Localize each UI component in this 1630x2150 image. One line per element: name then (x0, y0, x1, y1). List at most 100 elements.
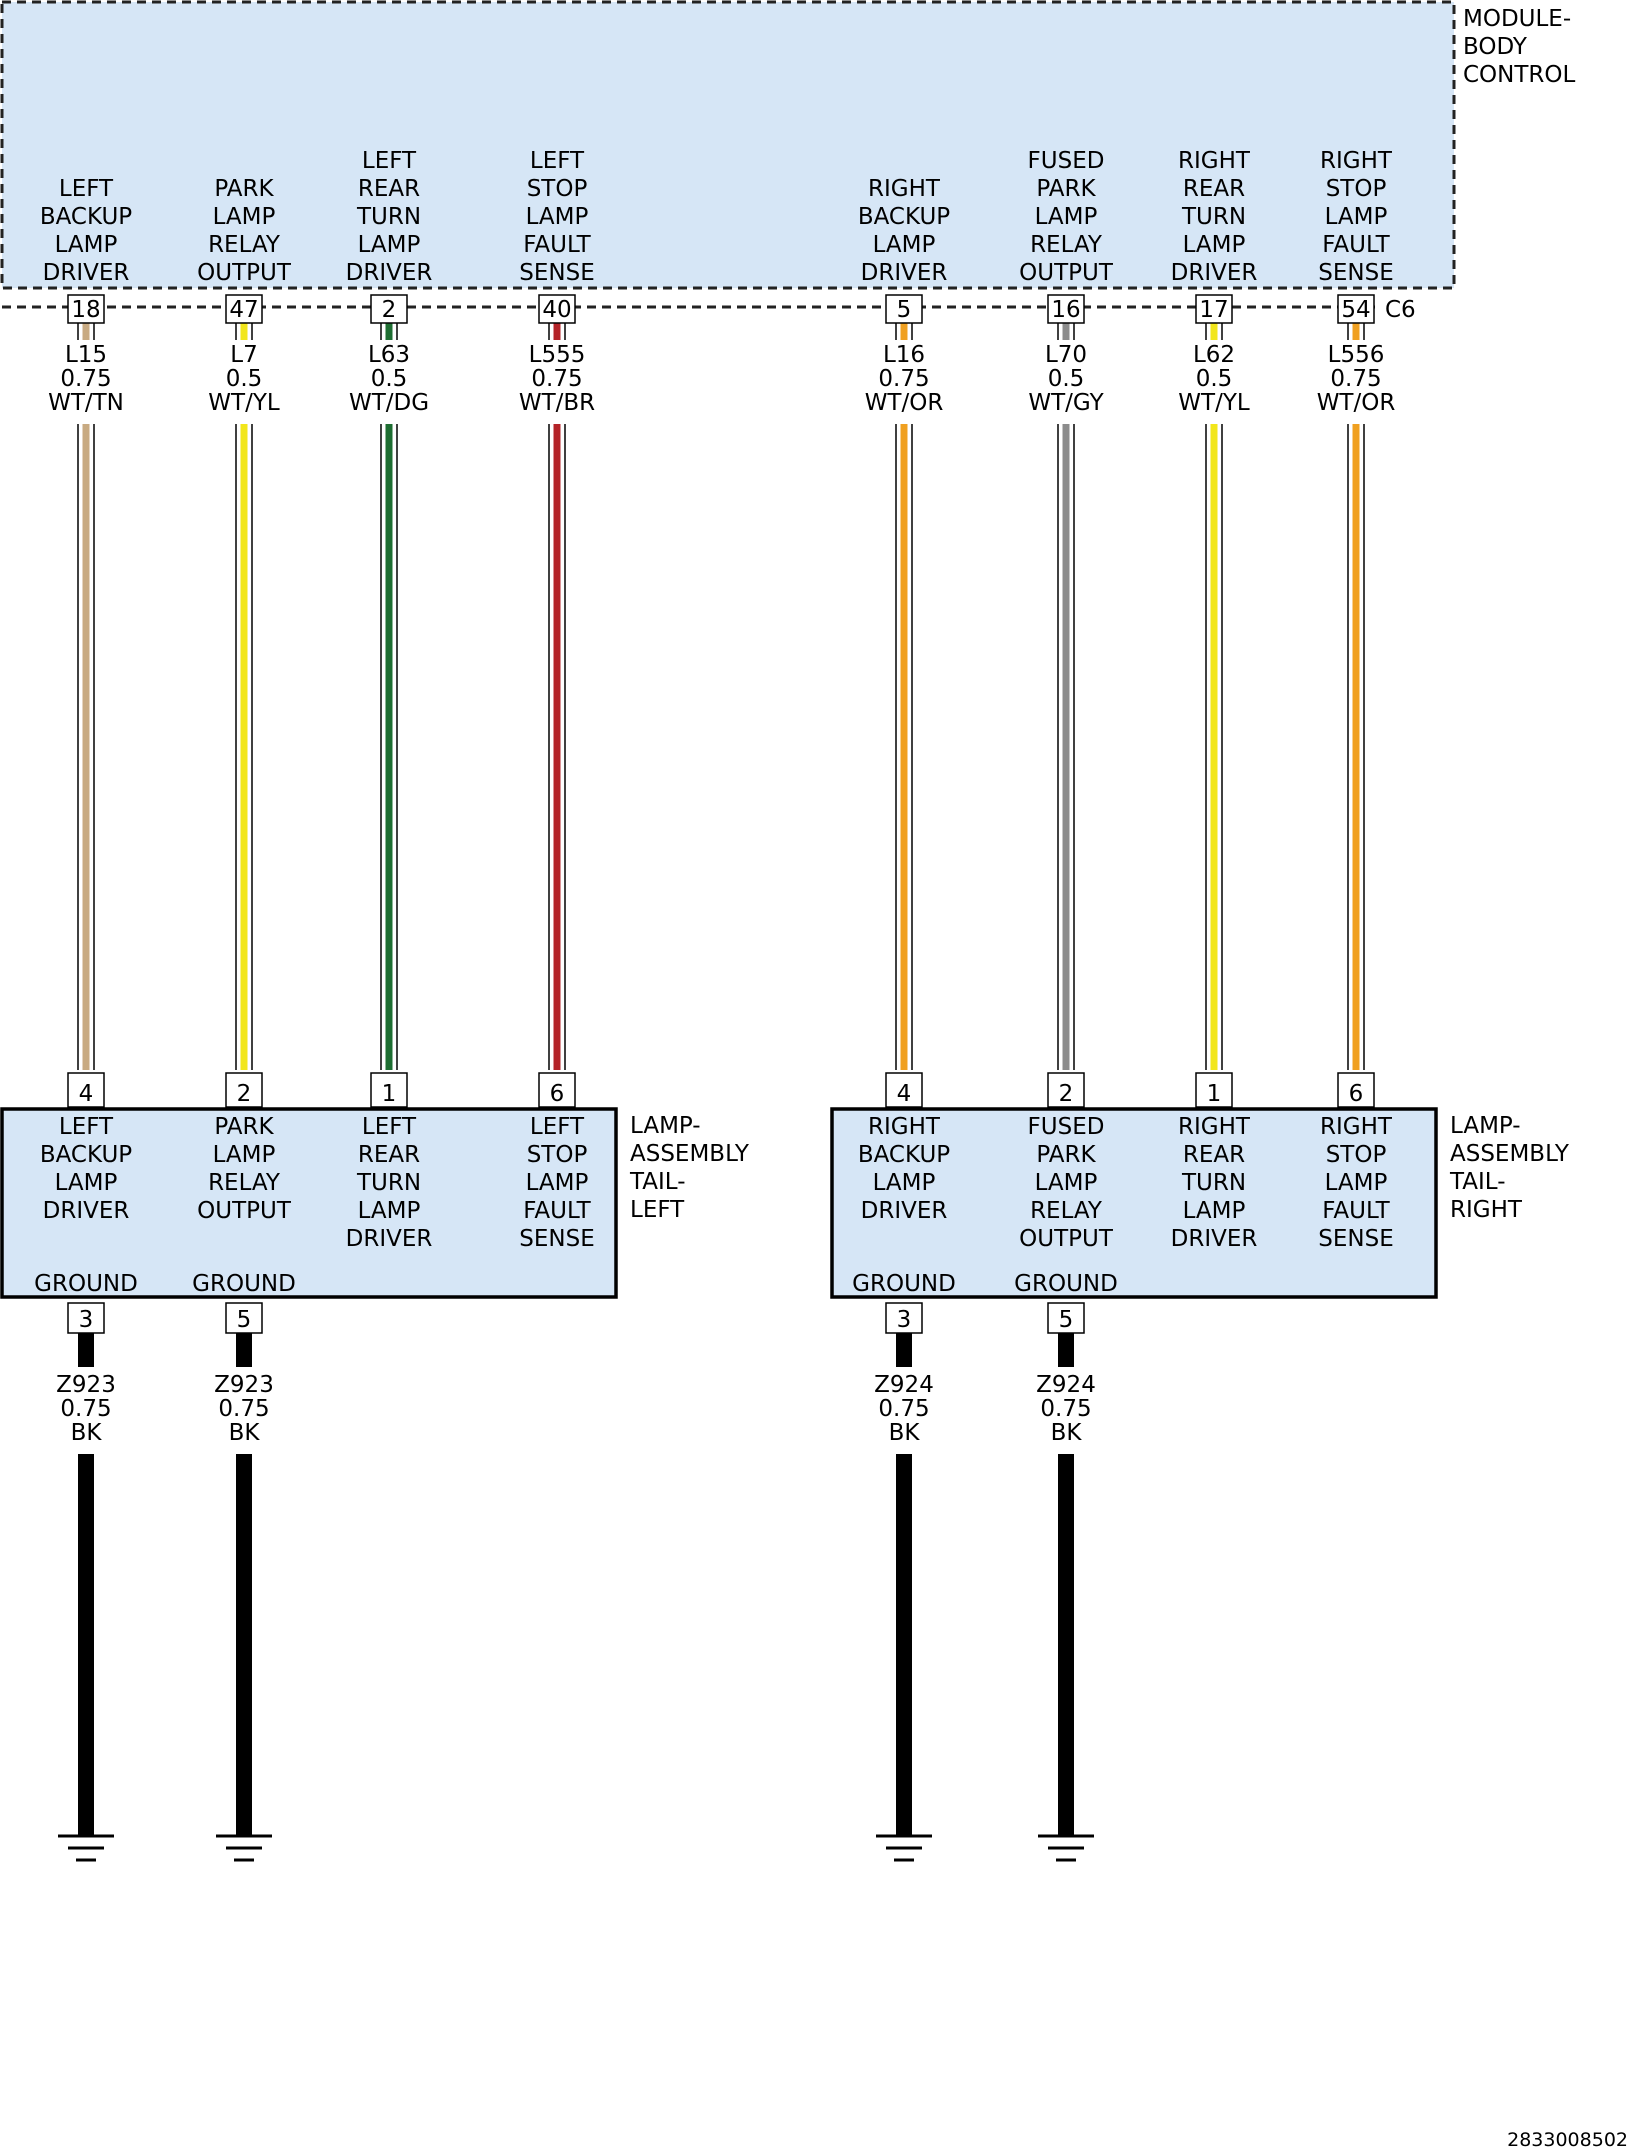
ground-pin-3-number: 3 (79, 1307, 94, 1333)
ground-pin-3-box (885, 1302, 923, 1334)
wire-L70-stub-stripe (1062, 323, 1070, 340)
lamp-assembly-name-label: ASSEMBLY (1450, 1141, 1570, 1167)
module-pin-17-box (1195, 294, 1233, 324)
module-name-label: MODULE- (1463, 6, 1571, 32)
lamp-pin-1-box (370, 1072, 408, 1108)
wire-L15-stripe (82, 424, 90, 1070)
wire-L63-label: 0.5 (371, 366, 408, 392)
lamp-pin-4-box (885, 1072, 923, 1108)
lamp-pin-label: RIGHT (1320, 1114, 1393, 1140)
module-pin-label: FAULT (523, 232, 591, 258)
wire-L62-label: 0.5 (1196, 366, 1233, 392)
lamp-pin-6-number: 6 (550, 1081, 565, 1107)
wire-L7-label: L7 (230, 342, 257, 368)
lamp-pin-label: BACKUP (40, 1142, 132, 1168)
ground-wire-Z924-label: Z924 (1036, 1372, 1096, 1398)
ground-wire-Z924 (1058, 1454, 1074, 1836)
module-body-control-box (2, 2, 1454, 288)
wire-L16-label: WT/OR (865, 390, 944, 416)
wire-L556-stripe (1352, 424, 1360, 1070)
lamp-pin-label: TURN (1181, 1170, 1246, 1196)
ground-wire-Z924-label: BK (1051, 1420, 1083, 1446)
wire-L70-label: L70 (1045, 342, 1087, 368)
lamp-pin-label: STOP (1326, 1142, 1387, 1168)
module-pin-label: LAMP (1183, 232, 1246, 258)
module-pin-label: LAMP (1325, 204, 1388, 230)
lamp-pin-label: FAULT (523, 1198, 591, 1224)
wire-L556-label: L556 (1328, 342, 1385, 368)
module-name-label: BODY (1463, 34, 1528, 60)
ground-wire-Z924-stub (896, 1333, 912, 1367)
wire-L555-label: L555 (529, 342, 586, 368)
module-pin-label: LAMP (873, 232, 936, 258)
lamp-pin-6-number: 6 (1349, 1081, 1364, 1107)
wire-L16-stripe (900, 424, 908, 1070)
ground-wire-Z923-label: Z923 (56, 1372, 116, 1398)
module-pin-label: LEFT (59, 176, 114, 202)
module-pin-label: TURN (1181, 204, 1246, 230)
wire-L62-label: WT/YL (1178, 390, 1250, 416)
lamp-assembly-name-label: LAMP- (1450, 1113, 1521, 1139)
module-pin-label: LEFT (530, 148, 585, 174)
module-pin-40-number: 40 (542, 297, 571, 323)
wire-L555-label: 0.75 (531, 366, 582, 392)
wire-L556-label: 0.75 (1330, 366, 1381, 392)
ground-pin-3-box (67, 1302, 105, 1334)
module-pin-label: RIGHT (868, 176, 941, 202)
ground-pin-5-box (1047, 1302, 1085, 1334)
wire-L62-label: L62 (1193, 342, 1235, 368)
ground-wire-Z924-label: Z924 (874, 1372, 934, 1398)
lamp-pin-4-number: 4 (897, 1081, 912, 1107)
lamp-pin-2-number: 2 (237, 1081, 252, 1107)
lamp-pin-label: SENSE (519, 1226, 594, 1252)
lamp-pin-4-number: 4 (79, 1081, 94, 1107)
lamp-pin-label: LAMP (873, 1170, 936, 1196)
lamp-pin-label: OUTPUT (1019, 1226, 1114, 1252)
component-boxes (0, 0, 1456, 1299)
lamp-pin-1-box (1195, 1072, 1233, 1108)
ground-wire-Z923-label: BK (229, 1420, 261, 1446)
module-pin-2-box (370, 294, 408, 324)
module-pin-2-number: 2 (382, 297, 397, 323)
lamp-pin-label: SENSE (1318, 1226, 1393, 1252)
lamp-pin-label: PARK (214, 1114, 274, 1140)
wire-L70-stripe (1062, 424, 1070, 1070)
wire-L70-label: 0.5 (1048, 366, 1085, 392)
lamp-pin-label: DRIVER (1171, 1226, 1258, 1252)
ground-wire-Z923-label: 0.75 (60, 1396, 111, 1422)
module-pin-5-number: 5 (897, 297, 912, 323)
wires (58, 323, 1365, 1862)
ground-wire-Z924 (896, 1454, 912, 1836)
lamp-pin-6-box (538, 1072, 576, 1108)
module-pin-label: STOP (527, 176, 588, 202)
lamp-pin-label: DRIVER (861, 1198, 948, 1224)
lamp-pin-label: FAULT (1322, 1198, 1390, 1224)
ground-wire-Z924-label: BK (889, 1420, 921, 1446)
lamp-pin-label: LEFT (362, 1114, 417, 1140)
module-pin-label: OUTPUT (197, 260, 292, 286)
labels: MODULE-BODYCONTROLLEFTBACKUPLAMPDRIVERPA… (34, 6, 1575, 1446)
diagram-id: 2833008502 (1507, 2129, 1628, 2150)
lamp-assembly-left-box (0, 1107, 618, 1299)
lamp-assembly-name-label: LAMP- (630, 1113, 701, 1139)
module-pin-label: PARK (214, 176, 274, 202)
module-pin-label: SENSE (519, 260, 594, 286)
ground-label: GROUND (34, 1271, 138, 1297)
module-pin-5-box (885, 294, 923, 324)
wire-L15-label: 0.75 (60, 366, 111, 392)
module-pin-label: PARK (1036, 176, 1096, 202)
wire-L16-stub-stripe (900, 323, 908, 340)
ground-wire-Z924-stub (1058, 1333, 1074, 1367)
module-pin-label: RELAY (208, 232, 281, 258)
lamp-pin-label: STOP (527, 1142, 588, 1168)
module-pin-label: RIGHT (1320, 148, 1393, 174)
lamp-pin-label: REAR (358, 1142, 420, 1168)
lamp-pin-label: LAMP (1035, 1170, 1098, 1196)
module-pin-label: LAMP (526, 204, 589, 230)
wire-L15-stub-stripe (82, 323, 90, 340)
ground-wire-Z923-label: BK (71, 1420, 103, 1446)
module-connector-label: C6 (1385, 297, 1416, 323)
lamp-pin-label: LAMP (55, 1170, 118, 1196)
ground-label: GROUND (192, 1271, 296, 1297)
